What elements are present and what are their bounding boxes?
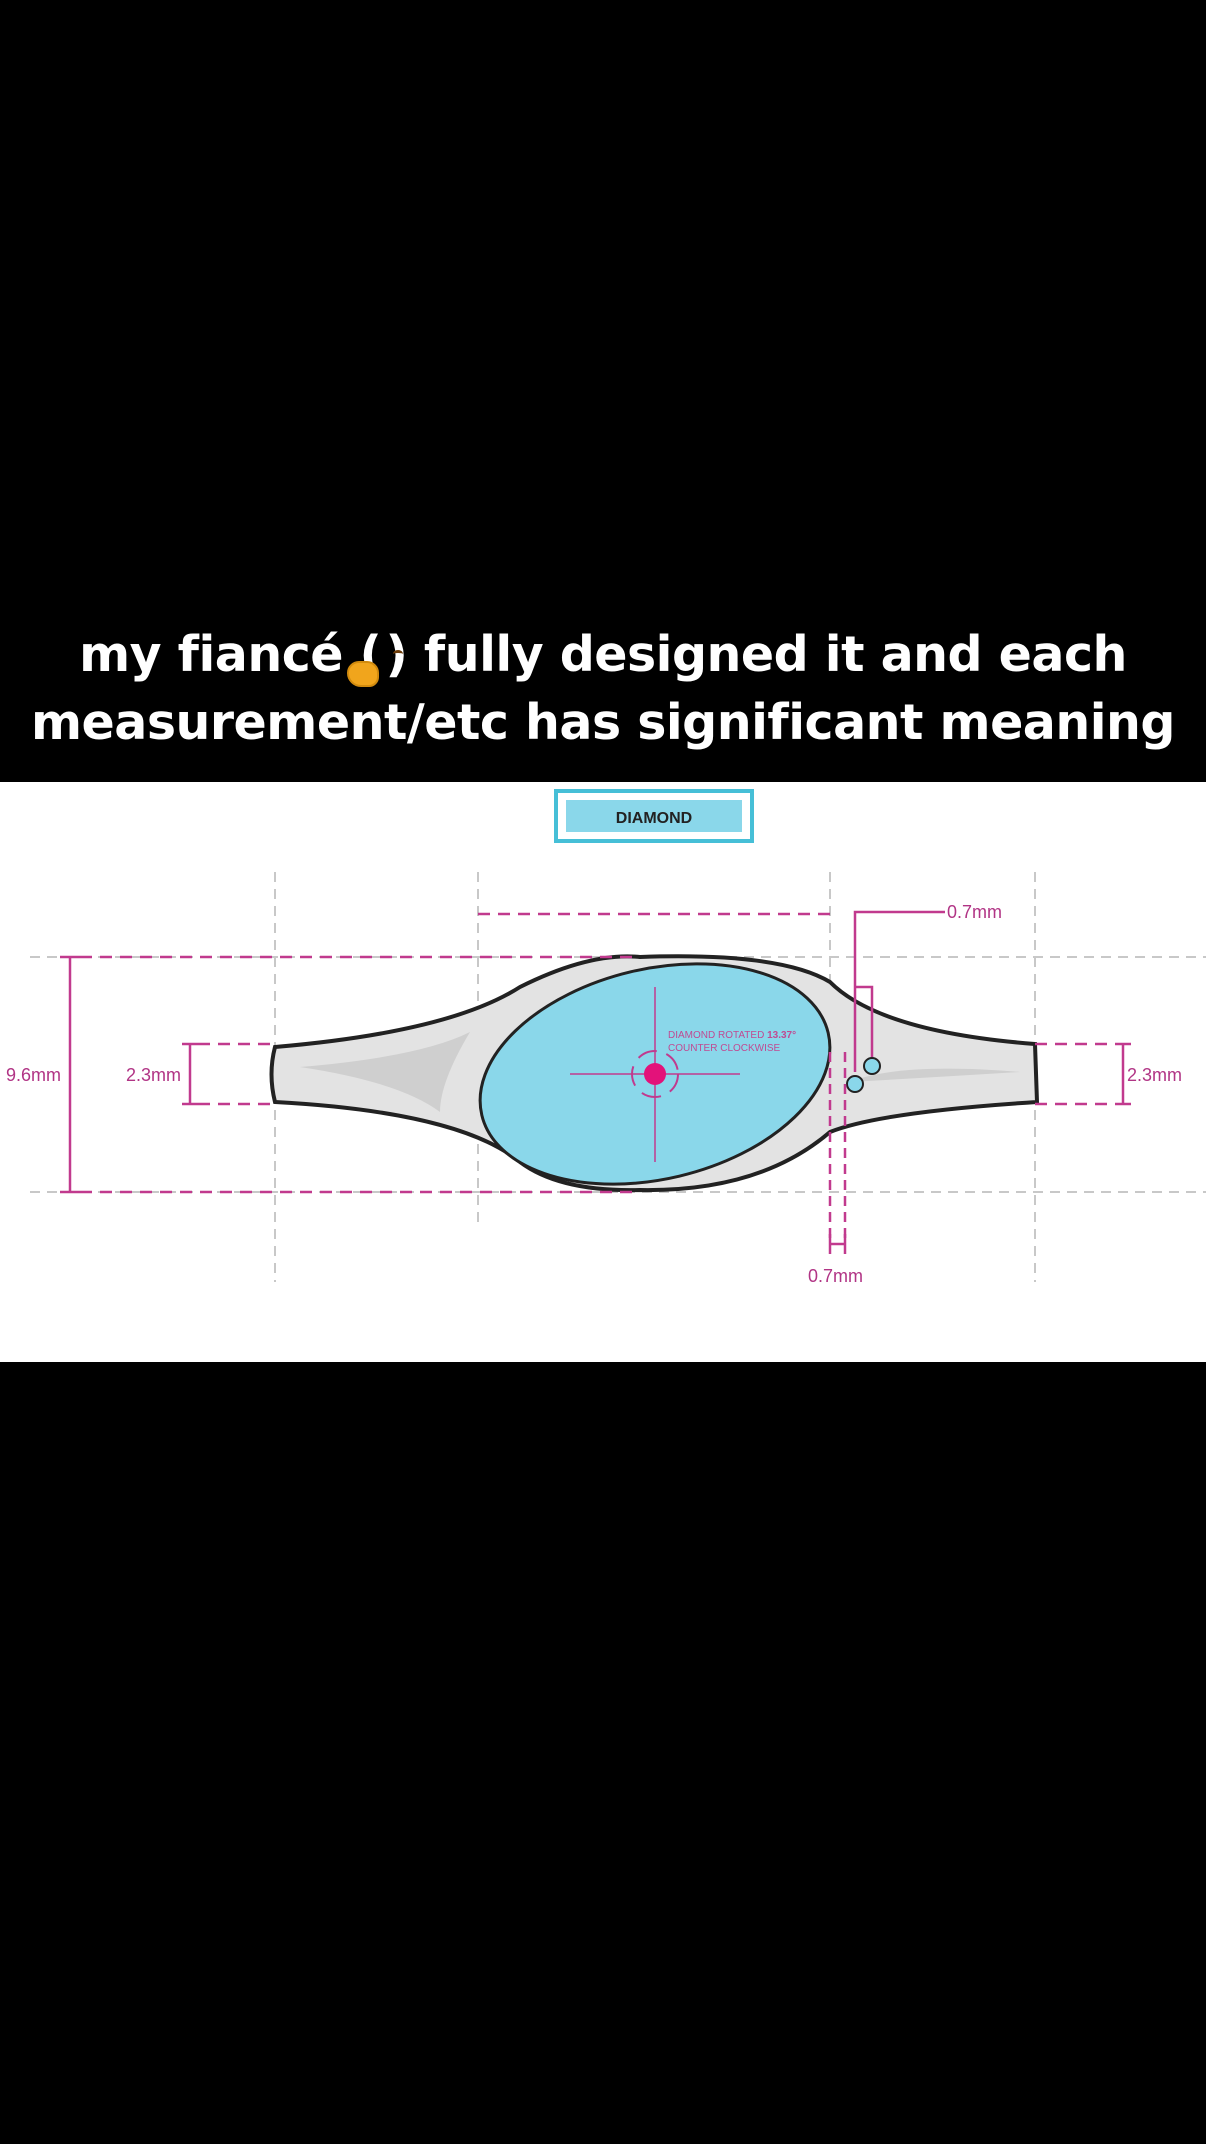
ring-diagram-svg: DIAMOND DIAMOND ROTATED 13.37° COUNTER C… (6, 789, 1206, 1286)
caption-line-1: my fiancé () fully designed it and each (0, 625, 1206, 693)
dimension-lines (60, 910, 1131, 1254)
diamond-title-label: DIAMOND (616, 810, 692, 827)
diamond-stone: DIAMOND ROTATED 13.37° COUNTER CLOCKWISE (478, 962, 832, 1186)
caption-line-2: measurement/etc has significant meaning (30, 694, 1176, 751)
accent-stones (846, 1057, 881, 1093)
dimension-total-height: 9.6mm (6, 1065, 61, 1085)
rotation-note-line-1: DIAMOND ROTATED 13.37° (668, 1030, 796, 1041)
rotation-note-line-2: COUNTER CLOCKWISE (668, 1043, 781, 1054)
caption-line1-before: my fiancé ( (79, 626, 382, 683)
dimension-accent-gap-bottom: 0.7mm (808, 1266, 863, 1286)
dimension-band-right: 2.3mm (1127, 1065, 1182, 1085)
video-caption: my fiancé () fully designed it and each … (0, 625, 1206, 753)
diamond-title-box: DIAMOND (554, 789, 754, 843)
dimension-accent-gap-top: 0.7mm (947, 902, 1002, 922)
caption-line1-after: ) fully designed it and each (385, 626, 1127, 683)
diamond-center-dot (644, 1063, 666, 1085)
dimension-band-left: 2.3mm (126, 1065, 181, 1085)
ring-design-diagram: DIAMOND DIAMOND ROTATED 13.37° COUNTER C… (0, 782, 1206, 1362)
